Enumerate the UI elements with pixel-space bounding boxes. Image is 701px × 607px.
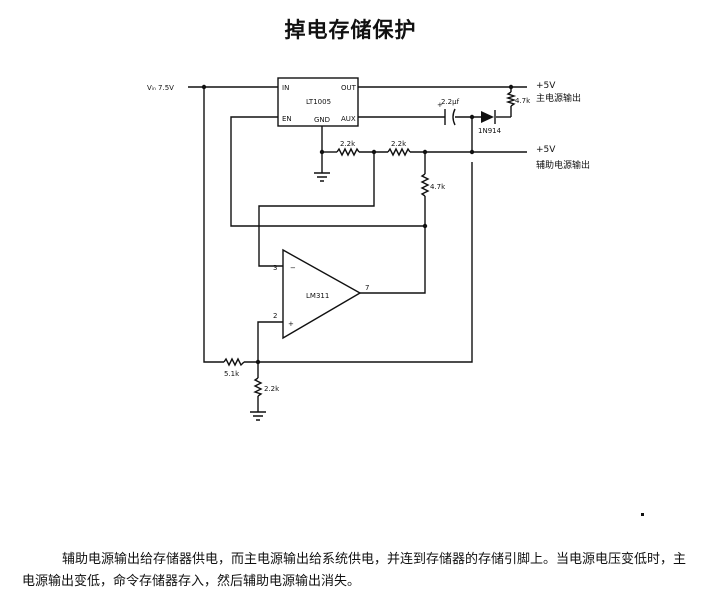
resistor-main-pullup: 4.7k <box>505 91 531 107</box>
resistor-input: 5.1k <box>223 357 245 378</box>
wires <box>188 86 527 421</box>
resistor-aux-series2: 2.2k <box>387 140 411 157</box>
diode-label: 1N914 <box>478 127 502 135</box>
diagram-title: 掉电存储保护 <box>284 18 417 42</box>
aux-output-label: 辅助电源输出 <box>536 159 590 171</box>
circuit-schematic: IN OUT LT1005 EN GND AUX Vᵢₙ 7.5V 4.7k 2… <box>147 77 590 421</box>
regulator-lt1005: IN OUT LT1005 EN GND AUX <box>277 77 359 127</box>
comparator-lm311: 3 − 2 + LM311 7 <box>273 248 369 340</box>
capacitor-value: 2.2μf <box>441 98 460 106</box>
scan-dot <box>641 513 644 516</box>
regulator-pin-gnd: GND <box>314 116 330 124</box>
comparator-plus-sign: + <box>288 320 294 328</box>
vin-label: Vᵢₙ 7.5V <box>147 84 174 92</box>
comparator-minus-sign: − <box>290 264 296 272</box>
caption-text: 辅助电源输出给存储器供电，而主电源输出给系统供电，并连到存储器的存储引脚上。当电… <box>22 552 687 589</box>
aux-output: +5V 辅助电源输出 <box>536 145 590 171</box>
comparator-pin-7: 7 <box>365 284 369 292</box>
aux-output-voltage: +5V <box>536 145 556 155</box>
main-output-label: 主电源输出 <box>536 92 581 104</box>
resistor-divider-top: 4.7k <box>420 173 446 197</box>
capacitor: + 2.2μf <box>437 98 460 126</box>
comparator-pin-2: 2 <box>273 312 277 320</box>
comparator-name: LM311 <box>306 292 329 300</box>
regulator-pin-in: IN <box>282 84 289 92</box>
regulator-name: LT1005 <box>306 98 331 106</box>
regulator-pin-en: EN <box>282 115 292 123</box>
resistor-bottom-value: 2.2k <box>264 385 280 393</box>
resistor-main-pullup-value: 4.7k <box>515 97 531 105</box>
resistor-divider-top-value: 4.7k <box>430 183 446 191</box>
resistor-bottom: 2.2k <box>253 377 280 397</box>
comparator-pin-3: 3 <box>273 264 277 272</box>
regulator-pin-out: OUT <box>341 84 357 92</box>
main-output: +5V 主电源输出 <box>536 81 581 104</box>
diode-1n914: 1N914 <box>478 110 502 135</box>
capacitor-polarity: + <box>437 101 443 109</box>
regulator-pin-aux: AUX <box>341 115 356 123</box>
resistor-aux-series2-value: 2.2k <box>391 140 407 148</box>
junction-dots <box>201 84 514 365</box>
resistor-input-value: 5.1k <box>224 370 240 378</box>
resistor-aux-series1: 2.2k <box>336 140 360 157</box>
resistor-aux-series1-value: 2.2k <box>340 140 356 148</box>
main-output-voltage: +5V <box>536 81 556 91</box>
